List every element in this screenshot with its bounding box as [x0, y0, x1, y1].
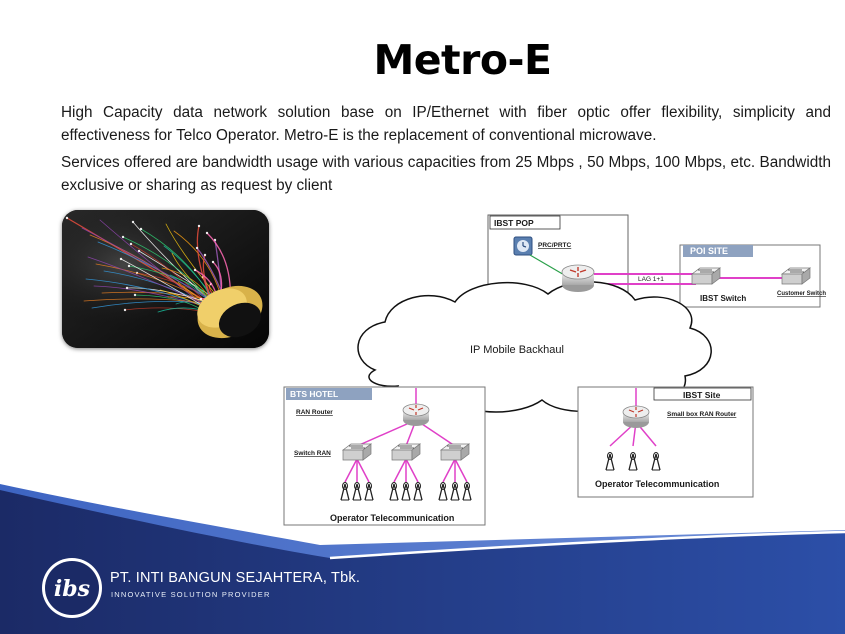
- bts-router-link: [356, 419, 417, 447]
- ibst-switch-label: IBST Switch: [700, 294, 746, 303]
- antenna-icon: [352, 482, 362, 501]
- bts-antenna-link: [454, 458, 468, 483]
- pop-router-icon: [561, 264, 595, 292]
- ibst-pop-title: IBST POP: [494, 218, 534, 228]
- site-operator-label: Operator Telecommunication: [595, 479, 719, 489]
- ran-router-label: RAN Router: [296, 409, 333, 416]
- bts-ran-router-icon: [402, 403, 430, 426]
- bts-antenna-link: [344, 458, 358, 483]
- poi-site-title: POI SITE: [690, 246, 728, 256]
- customer-switch-label: Customer Switch: [777, 291, 826, 297]
- bts-antenna-link: [356, 458, 370, 483]
- bts-hotel-title: BTS HOTEL: [290, 389, 338, 399]
- fiber-optic-image: [62, 210, 269, 348]
- company-tagline: INNOVATIVE SOLUTION PROVIDER: [111, 590, 271, 599]
- ibst-site-title: IBST Site: [683, 390, 721, 400]
- lag-label: LAG 1+1: [638, 276, 664, 283]
- antenna-icon: [401, 482, 411, 501]
- services-paragraph: Services offered are bandwidth usage wit…: [61, 154, 831, 194]
- bts-antenna-link: [393, 458, 407, 483]
- ibst-switch-icon: [690, 267, 722, 285]
- antenna-icon: [605, 452, 615, 471]
- bts-operator-label: Operator Telecommunication: [330, 513, 454, 523]
- footer-banner: [0, 484, 845, 634]
- antenna-icon: [340, 482, 350, 501]
- logo-text: ibs: [54, 576, 90, 602]
- antenna-icon: [450, 482, 460, 501]
- customer-switch-icon: [780, 267, 812, 285]
- ibst-site-box: IBST Site Small box RAN Router Operator …: [577, 386, 754, 498]
- bts-switch-icon: [341, 443, 373, 461]
- bts-switch-icon: [439, 443, 471, 461]
- antenna-icon: [651, 452, 661, 471]
- antenna-icon: [364, 482, 374, 501]
- switch-ran-label: Switch RAN: [294, 450, 331, 457]
- antenna-icon: [628, 452, 638, 471]
- site-router-icon: [622, 405, 650, 428]
- bts-antenna-link: [442, 458, 456, 483]
- prc-prtc-label: PRC/PRTC: [538, 242, 572, 249]
- antenna-icon: [413, 482, 423, 501]
- antenna-icon: [462, 482, 472, 501]
- intro-paragraph: High Capacity data network solution base…: [61, 104, 831, 144]
- bts-switch-icon: [390, 443, 422, 461]
- cloud-label: IP Mobile Backhaul: [470, 344, 564, 356]
- network-diagram: IBST POP PRC/PRTC POI SITE IBST Switch C…: [280, 210, 826, 530]
- company-name: PT. INTI BANGUN SEJAHTERA, Tbk.: [110, 570, 361, 586]
- small-box-router-label: Small box RAN Router: [667, 411, 737, 418]
- antenna-icon: [438, 482, 448, 501]
- bts-antenna-link: [405, 458, 419, 483]
- antenna-icon: [389, 482, 399, 501]
- bts-hotel-box: BTS HOTEL RAN Router Switch RAN Operator…: [283, 386, 486, 526]
- slide-title: Metro-E: [373, 36, 552, 84]
- ibs-logo: ibs: [42, 558, 102, 618]
